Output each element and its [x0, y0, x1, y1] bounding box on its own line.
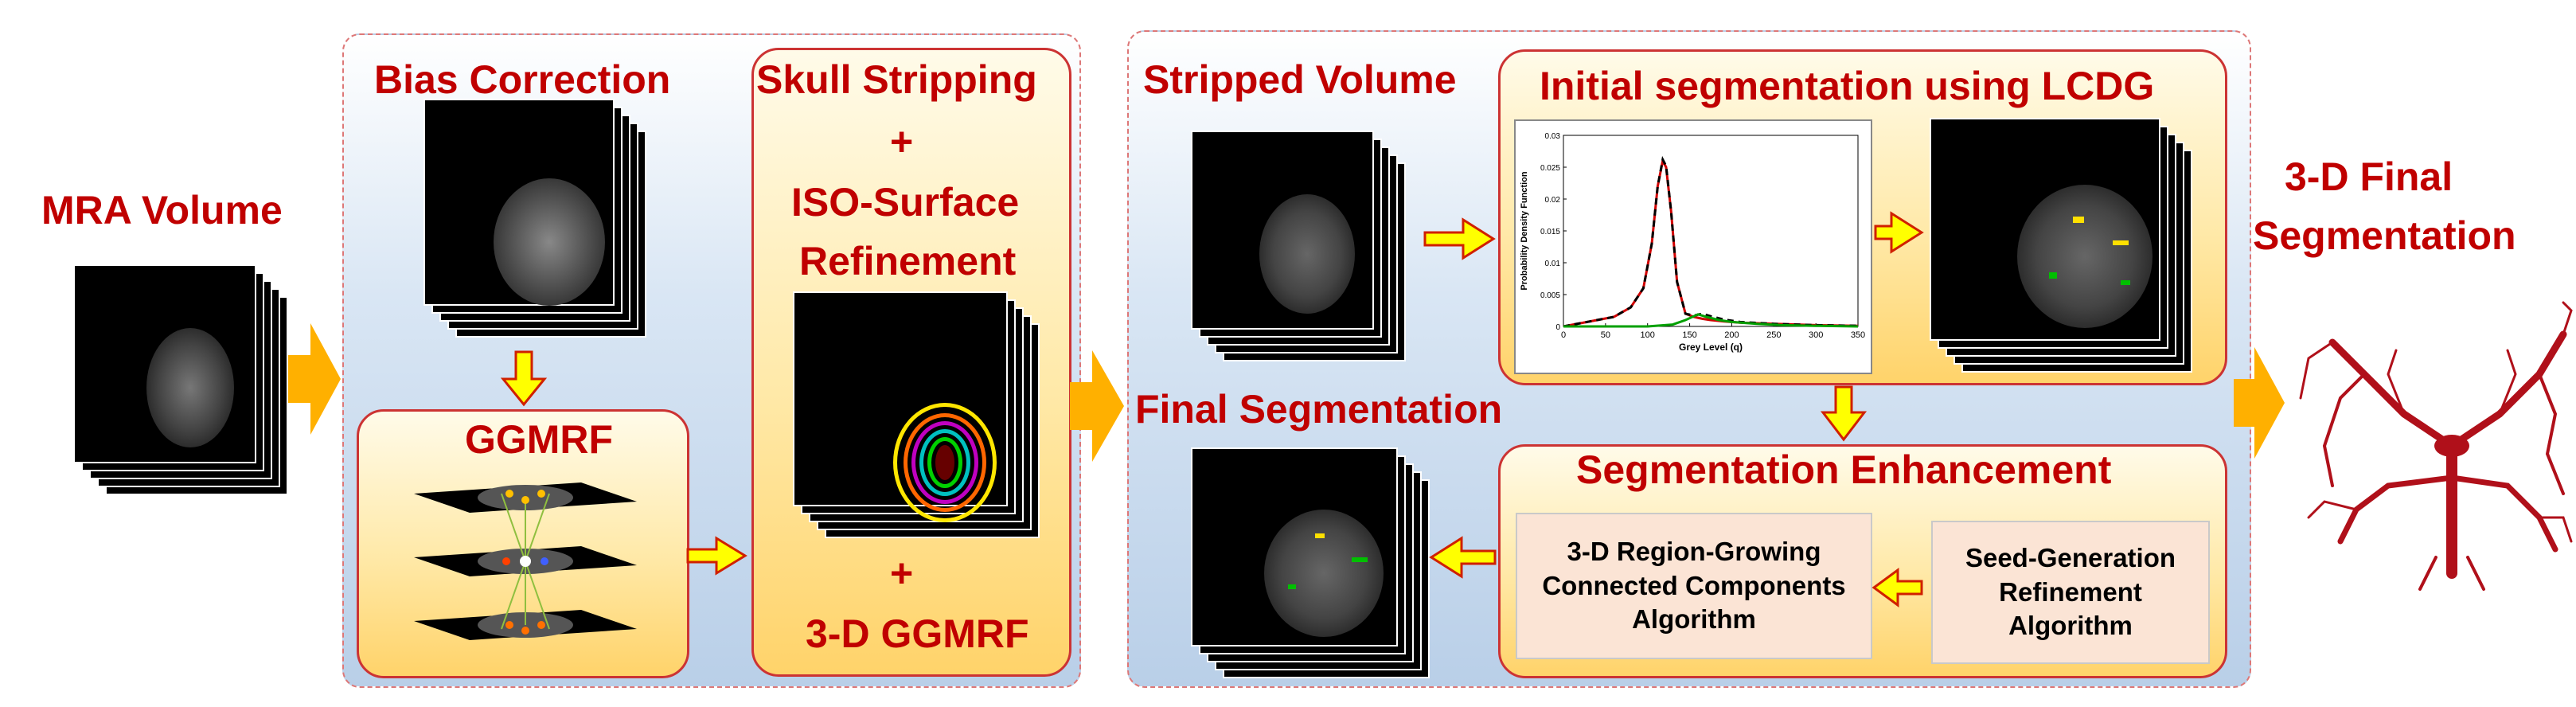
big-arrow-1 [288, 323, 341, 435]
initial-segmentation-label: Initial segmentation using LCDG [1540, 64, 2155, 108]
y-tick-label: 0.005 [1540, 291, 1560, 300]
bias-correction-label: Bias Correction [374, 57, 671, 102]
iso-surface-label: ISO-Surface [791, 180, 1020, 225]
series-line-2 [1563, 313, 1859, 328]
brain-slice-icon [494, 178, 605, 306]
x-axis-label: Grey Level (q) [1679, 342, 1743, 353]
skull-stripping-stack [793, 291, 1040, 538]
plus-bottom-label: + [890, 551, 914, 596]
y-tick-label: 0.03 [1545, 132, 1561, 141]
x-tick-label: 200 [1724, 330, 1739, 340]
stripped-volume-stack [1191, 131, 1406, 361]
final-3d-label-line2: Segmentation [2253, 213, 2516, 258]
x-tick-label: 350 [1851, 330, 1865, 340]
seed-generation-line2: Refinement [1999, 576, 2142, 607]
segmented-brain-icon [2017, 185, 2153, 328]
lcdg-chart-svg: 0 50 100 150 200 250 300 350 0 0.005 0.01 0.015 0.02… [1520, 132, 1865, 353]
brain-slice-icon [146, 328, 234, 447]
y-tick-label: 0.025 [1540, 164, 1560, 173]
segmentation-enhancement-label: Segmentation Enhancement [1576, 447, 2112, 492]
final-segmentation-label: Final Segmentation [1135, 387, 1503, 432]
y-tick-label: 0.01 [1545, 260, 1561, 268]
region-growing-line3: Algorithm [1632, 604, 1756, 635]
mra-volume-stack [73, 264, 288, 495]
x-tick-label: 250 [1766, 330, 1781, 340]
final-3d-label-line1: 3-D Final [2285, 154, 2453, 199]
seed-generation-line3: Algorithm [2008, 611, 2133, 641]
x-tick-label: 300 [1809, 330, 1823, 340]
region-growing-line2: Connected Components [1542, 570, 1846, 600]
vessel-tree-icon [2299, 301, 2573, 591]
series-line-1 [1563, 155, 1859, 328]
x-tick-label: 100 [1641, 330, 1655, 340]
region-growing-line1: 3-D Region-Growing [1567, 536, 1821, 566]
plot-frame [1563, 135, 1859, 327]
ggmrf-label: GGMRF [465, 417, 614, 462]
y-tick-label: 0 [1555, 323, 1560, 332]
lcdg-density-plot: 0 50 100 150 200 250 300 350 0 0.005 0.01 0.015 0.02… [1514, 119, 1872, 374]
stripped-volume-label: Stripped Volume [1143, 57, 1457, 102]
final-segmentation-stack [1191, 447, 1430, 678]
seed-generation-box: Seed-Generation Refinement Algorithm [1931, 521, 2210, 664]
y-tick-label: 0.015 [1540, 228, 1560, 236]
region-growing-box: 3-D Region-Growing Connected Components … [1516, 513, 1872, 659]
y-tick-label: 0.02 [1545, 196, 1561, 205]
brain-slice-icon [1259, 194, 1355, 314]
iso-contour-icon [893, 403, 997, 522]
seed-generation-line1: Seed-Generation [1965, 542, 2176, 572]
mra-volume-label: MRA Volume [41, 188, 283, 232]
bias-correction-stack [423, 99, 646, 338]
x-tick-label: 150 [1682, 330, 1696, 340]
initial-segmentation-stack [1930, 118, 2192, 373]
x-tick-label: 50 [1601, 330, 1610, 340]
x-tick-label: 0 [1561, 330, 1566, 340]
segmented-brain-icon [1264, 510, 1384, 637]
ggmrf-3d-label: 3-D GGMRF [806, 611, 1029, 656]
y-axis-label: Probability Density Function [1520, 171, 1529, 290]
plus-top-label: + [890, 119, 914, 164]
refinement-label: Refinement [799, 239, 1017, 283]
skull-stripping-label: Skull Stripping [756, 57, 1037, 102]
